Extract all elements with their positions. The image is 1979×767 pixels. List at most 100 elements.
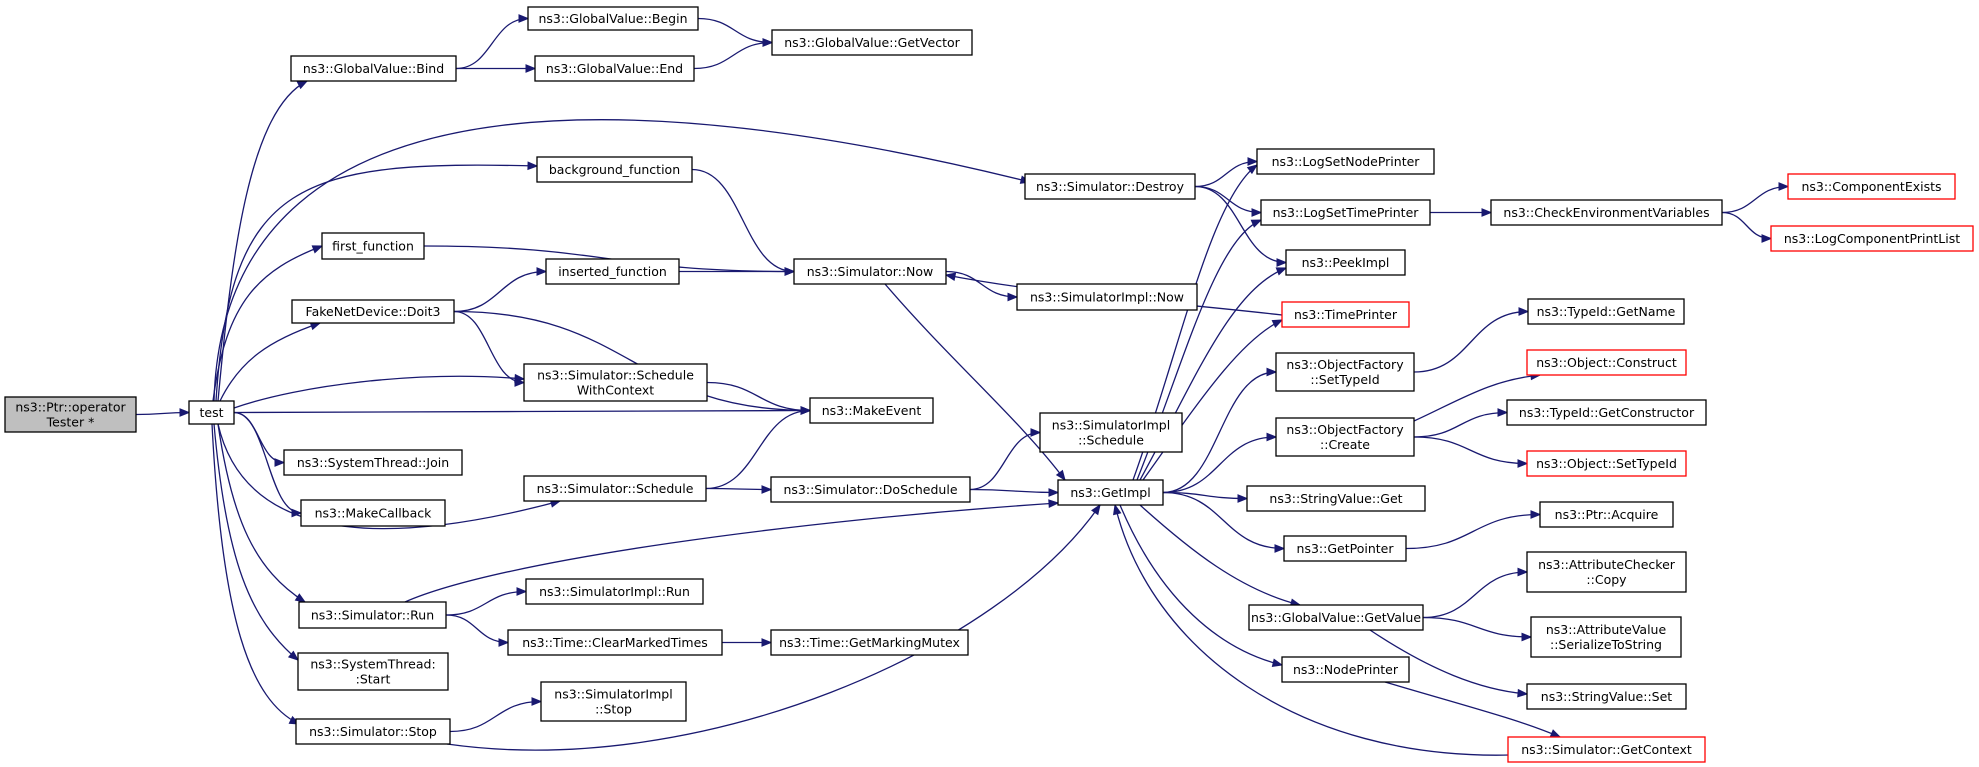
node-box [536,156,693,183]
node-box [1527,298,1685,325]
node-sim-stop[interactable]: ns3::Simulator::Stop [295,718,451,745]
node-background[interactable]: background_function [536,156,693,183]
node-box [525,578,704,605]
node-sim-getcontext[interactable]: ns3::Simulator::GetContext [1507,736,1706,763]
node-gv-end[interactable]: ns3::GlobalValue::End [534,55,695,82]
node-box [1246,485,1426,512]
node-of-settypeid[interactable]: ns3::ObjectFactory::SetTypeId [1275,352,1415,392]
edge-of_settypeid-to-typeid_getname [1413,307,1530,373]
node-sim-doschedule[interactable]: ns3::Simulator::DoSchedule [770,476,971,503]
node-box [540,681,687,722]
edge-sim_stop-to-simimpl_stop [449,697,543,733]
node-inserted[interactable]: inserted_function [545,258,680,285]
node-obj-construct[interactable]: ns3::Object::Construct [1526,349,1687,376]
node-label: ns3::TypeId::GetConstructor [1519,405,1695,420]
node-sim-run[interactable]: ns3::Simulator::Run [298,601,447,629]
node-fake-doit3[interactable]: FakeNetDevice::Doit3 [291,299,455,324]
node-stringvalue-get[interactable]: ns3::StringValue::Get [1246,485,1426,512]
node-label: ns3::SimulatorImpl [554,687,672,702]
node-typeid-getctor[interactable]: ns3::TypeId::GetConstructor [1506,399,1707,426]
node-get-impl[interactable]: ns3::GetImpl [1057,479,1164,506]
node-attr-value-ser[interactable]: ns3::AttributeValue::SerializeToString [1530,616,1682,658]
node-typeid-getname[interactable]: ns3::TypeId::GetName [1527,298,1685,325]
node-test[interactable]: test [188,400,235,425]
edge-sim_now-to-simimpl_now [945,270,1019,302]
node-box [1787,173,1956,200]
edge-root-to-test [135,408,191,417]
edge-test-to-st_start [213,423,300,661]
node-get-pointer[interactable]: ns3::GetPointer [1283,535,1407,562]
node-check-env[interactable]: ns3::CheckEnvironmentVariables [1490,199,1723,226]
edge-sim_run-to-clear_marked [445,614,510,647]
node-simimpl-schedule[interactable]: ns3::SimulatorImpl::Schedule [1039,412,1183,453]
node-simimpl-now[interactable]: ns3::SimulatorImpl::Now [1016,283,1198,311]
edge-of_create-to-obj_settypeid [1413,436,1529,468]
node-gv-bind[interactable]: ns3::GlobalValue::Bind [290,55,457,82]
node-label: ns3::ObjectFactory [1286,422,1404,437]
node-label: ns3::GlobalValue::Bind [303,61,444,76]
node-box [771,29,973,56]
node-label: ns3::StringValue::Set [1541,689,1672,704]
edge-sim_destroy-to-peek_impl [1194,185,1288,267]
node-first[interactable]: first_function [321,232,425,260]
node-gv-getvector[interactable]: ns3::GlobalValue::GetVector [771,29,973,56]
node-label: :Start [356,672,391,687]
node-box [793,258,947,285]
node-label: ns3::SimulatorImpl::Run [539,584,690,599]
edge-sim_schedule-to-make_event [705,406,812,490]
node-box [545,258,680,285]
node-gv-getvalue[interactable]: ns3::GlobalValue::GetValue [1248,604,1424,631]
node-box [1539,501,1674,528]
node-st-join[interactable]: ns3::SystemThread::Join [283,449,463,476]
edge-get_impl-to-gv_getvalue [1139,504,1302,607]
node-time-printer[interactable]: ns3::TimePrinter [1281,301,1410,328]
edge-get_impl-to-of_settypeid [1162,367,1278,494]
node-sim-now[interactable]: ns3::Simulator::Now [793,258,947,285]
edge-test-to-background [215,161,539,402]
node-log-node-printer[interactable]: ns3::LogSetNodePrinter [1256,148,1435,175]
node-log-comp-print[interactable]: ns3::LogComponentPrintList [1770,225,1974,252]
node-label: ns3::Simulator::Stop [309,724,437,739]
node-box [1526,450,1687,477]
node-clear-marked[interactable]: ns3::Time::ClearMarkedTimes [507,629,723,656]
node-label: ns3::Simulator::GetContext [1521,742,1692,757]
node-gv-begin[interactable]: ns3::GlobalValue::Begin [527,6,699,31]
node-log-time-printer[interactable]: ns3::LogSetTimePrinter [1260,199,1431,226]
node-node-printer[interactable]: ns3::NodePrinter [1281,656,1410,683]
node-simimpl-stop[interactable]: ns3::SimulatorImpl::Stop [540,681,687,722]
node-label: first_function [332,239,414,254]
edge-sim_getcontext-to-get_impl [1113,503,1511,756]
node-stringvalue-set[interactable]: ns3::StringValue::Set [1526,683,1687,710]
node-obj-settypeid[interactable]: ns3::Object::SetTypeId [1526,450,1687,477]
edge-sim_run-to-get_impl [404,499,1060,603]
node-label: FakeNetDevice::Doit3 [306,304,441,319]
node-label: WithContext [577,383,654,398]
node-make-event[interactable]: ns3::MakeEvent [809,397,934,424]
node-label: ns3::LogSetNodePrinter [1272,154,1421,169]
node-peek-impl[interactable]: ns3::PeekImpl [1285,249,1406,276]
edge-get_impl-to-get_pointer [1162,491,1286,553]
edge-inserted-to-sim_now [678,267,796,276]
node-simimpl-run[interactable]: ns3::SimulatorImpl::Run [525,578,704,605]
node-make-callback[interactable]: ns3::MakeCallback [300,499,446,527]
node-st-start[interactable]: ns3::SystemThread::Start [297,652,449,691]
node-label: ns3::GlobalValue::GetVector [784,35,960,50]
node-label: ns3::ObjectFactory [1286,357,1404,372]
edge-gv_getvalue-to-attr_value_ser [1422,616,1533,642]
node-box [527,6,699,31]
node-of-create[interactable]: ns3::ObjectFactory::Create [1275,417,1415,457]
node-label: ns3::SimulatorImpl [1052,418,1170,433]
node-label: ns3::GetImpl [1070,485,1150,500]
node-ptr-acquire[interactable]: ns3::Ptr::Acquire [1539,501,1674,528]
node-component-exists[interactable]: ns3::ComponentExists [1787,173,1956,200]
edge-sim_run-to-simimpl_run [445,587,528,616]
node-box [770,476,971,503]
node-label: ::Schedule [1078,433,1144,448]
node-marking-mutex[interactable]: ns3::Time::GetMarkingMutex [770,629,969,656]
node-sim-destroy[interactable]: ns3::Simulator::Destroy [1024,173,1196,200]
node-sim-schedule[interactable]: ns3::Simulator::Schedule [523,475,707,502]
node-attr-checker-copy[interactable]: ns3::AttributeChecker::Copy [1526,551,1687,593]
node-box [1507,736,1706,763]
